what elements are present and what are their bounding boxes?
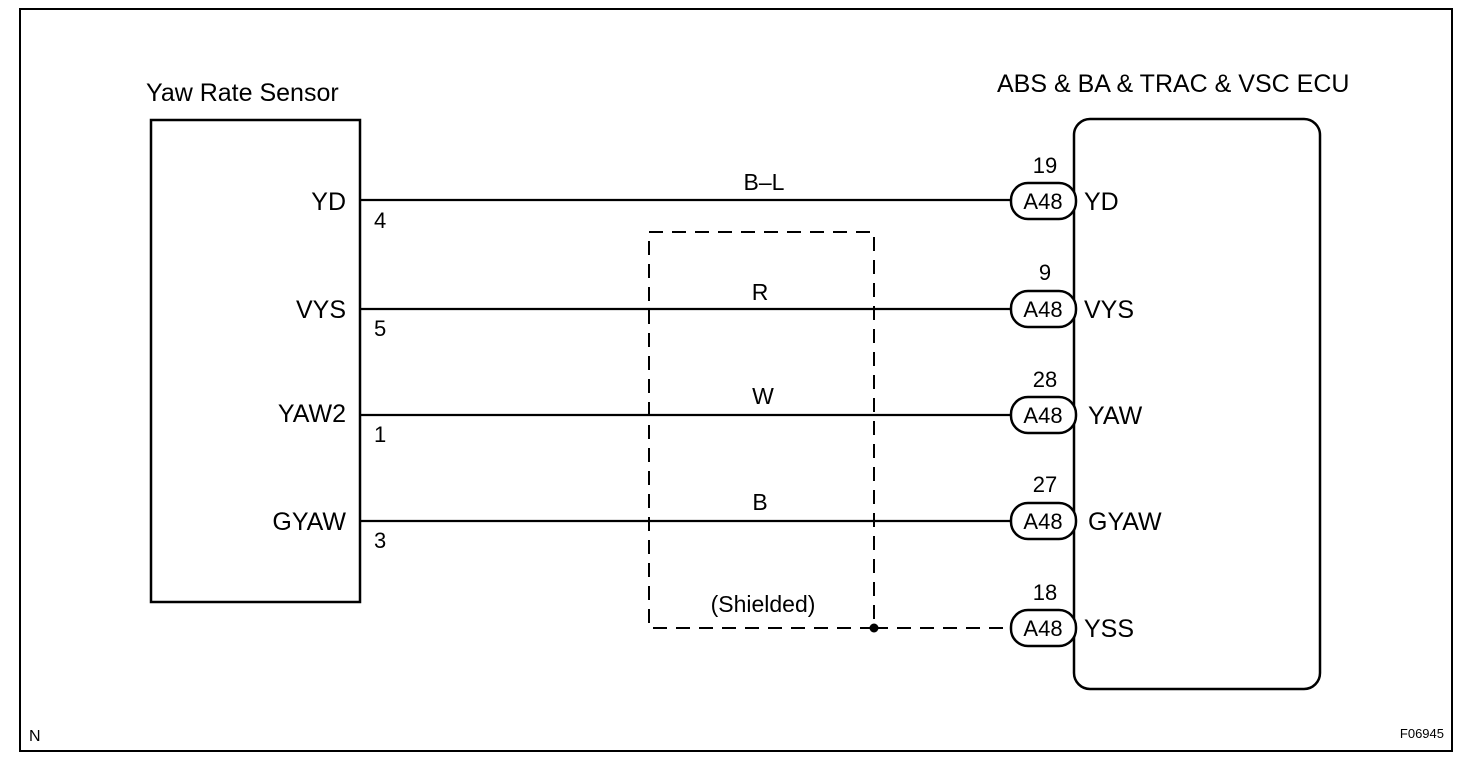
wire-color-yd: B–L <box>744 169 785 195</box>
sensor-pin-gyaw-label: GYAW <box>272 508 346 536</box>
ecu-pin-yd-label: YD <box>1084 188 1119 216</box>
shield-label: (Shielded) <box>711 591 816 617</box>
connector-a48-label: A48 <box>1023 616 1062 641</box>
connector-a48-label: A48 <box>1023 297 1062 322</box>
sensor-pin-gyaw-number: 3 <box>374 528 386 553</box>
connector-a48-badge <box>1009 395 1078 435</box>
wire-color-yaw: W <box>752 383 774 409</box>
connector-a48-badge <box>1009 501 1078 541</box>
ecu-pin-vys-label: VYS <box>1084 296 1134 324</box>
connector-a48-badge <box>1009 608 1078 648</box>
connector-a48-badge <box>1009 289 1078 329</box>
ecu-pin-number-18: 18 <box>1033 580 1057 605</box>
ecu-pin-yss-label: YSS <box>1084 615 1134 643</box>
ecu-pin-number-28: 28 <box>1033 367 1057 392</box>
ecu-pin-number-27: 27 <box>1033 472 1057 497</box>
ecu-pin-yaw-label: YAW <box>1088 402 1143 430</box>
sensor-pin-yaw2-label: YAW2 <box>278 400 346 428</box>
corner-mark-n: N <box>29 728 41 745</box>
connector-a48-badge <box>1009 181 1078 221</box>
wire-color-vys: R <box>752 279 769 305</box>
connector-a48-label: A48 <box>1023 189 1062 214</box>
sensor-pin-yaw2-number: 1 <box>374 422 386 447</box>
sensor-pin-vys-label: VYS <box>296 296 346 324</box>
ecu-pin-number-9: 9 <box>1039 260 1051 285</box>
sensor-pin-yd-label: YD <box>311 188 346 216</box>
shield-boundary <box>648 231 1011 633</box>
ecu-title: ABS & BA & TRAC & VSC ECU <box>997 70 1349 98</box>
wire-color-gyaw: B <box>752 489 767 515</box>
ecu-pin-number-19: 19 <box>1033 153 1057 178</box>
sensor-box <box>149 118 362 604</box>
sensor-title: Yaw Rate Sensor <box>146 79 339 107</box>
shield-ground-junction <box>869 623 879 633</box>
connector-a48-label: A48 <box>1023 403 1062 428</box>
figure-code: F06945 <box>1400 726 1444 741</box>
connector-a48-label: A48 <box>1023 509 1062 534</box>
sensor-pin-vys-number: 5 <box>374 316 386 341</box>
sensor-pin-yd-number: 4 <box>374 208 386 233</box>
ecu-pin-gyaw-label: GYAW <box>1088 508 1162 536</box>
